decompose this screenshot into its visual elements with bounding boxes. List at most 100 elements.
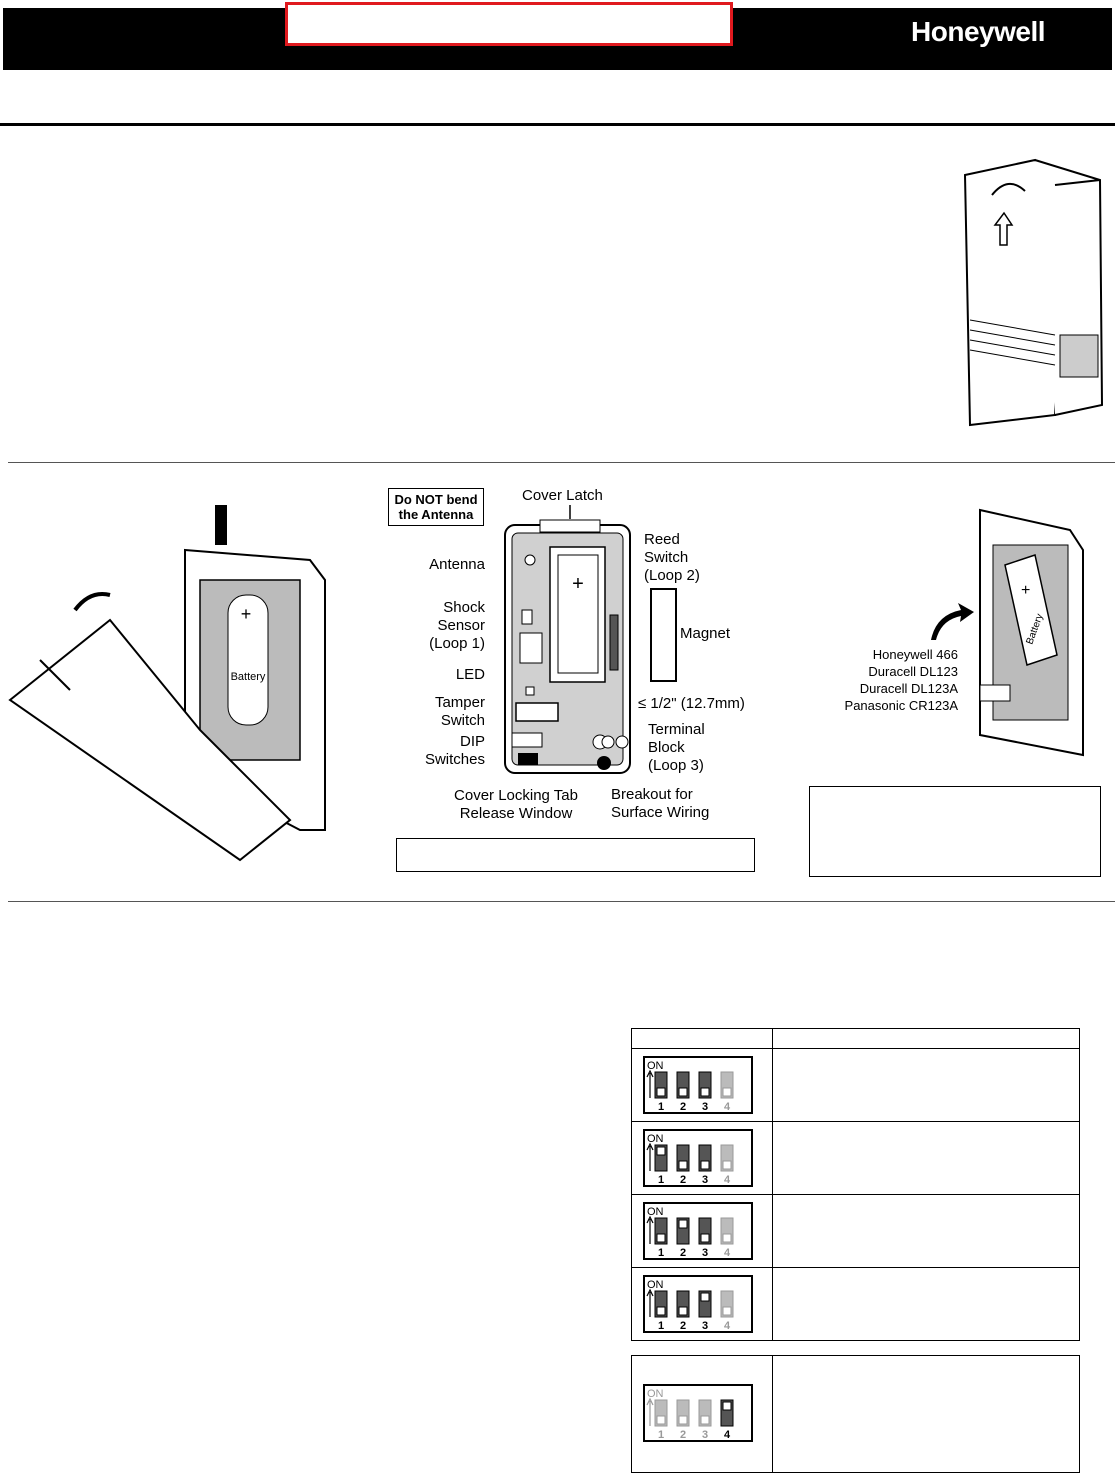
dip-switch-graphic: ON 1 2 3 4 <box>646 1279 734 1332</box>
dip-up-arrow-icon <box>646 1288 654 1317</box>
dip-switch-2: 2 <box>676 1217 690 1259</box>
terminal-block-label-1: Terminal <box>648 721 705 738</box>
dip-on-label: ON <box>647 1388 664 1400</box>
dip-description-cell <box>772 1121 1080 1195</box>
cover-locking-tab-label-1: Cover Locking Tab <box>454 787 578 804</box>
magnet-shape <box>650 588 677 682</box>
reed-switch-label-1: Reed <box>644 531 680 548</box>
dip-description-cell <box>772 1048 1080 1122</box>
dip-number-label: 2 <box>680 1247 686 1258</box>
dip-setting-cell: ON 1 2 3 4 <box>631 1355 773 1473</box>
battery-install-illustration: Battery + <box>8 505 326 862</box>
dip-on-label: ON <box>647 1133 664 1145</box>
dip-switch-2: 2 <box>676 1290 690 1332</box>
section-divider-2 <box>8 901 1115 902</box>
dip-switch-2: 2 <box>676 1399 690 1441</box>
battery-type-1: Honeywell 466 <box>872 647 958 662</box>
dip-switches-label-2: Switches <box>424 751 485 768</box>
dip-number-label: 3 <box>702 1429 708 1440</box>
magnet-label: Magnet <box>680 625 731 642</box>
tamper-switch-label-1: Tamper <box>434 694 485 711</box>
terminal-block-label-2: Block <box>648 739 685 756</box>
battery-type-4: Panasonic CR123A <box>844 698 958 713</box>
dip-table-header <box>631 1028 1080 1049</box>
dip-number-label: 4 <box>724 1429 731 1440</box>
title-redaction-box <box>285 2 733 46</box>
shock-sensor-label-2: Sensor <box>437 617 485 634</box>
dip-number-label: 4 <box>724 1101 731 1112</box>
warning-line-1: Do NOT bend <box>394 492 478 507</box>
dip-number-label: 3 <box>702 1174 708 1185</box>
section-divider-1 <box>8 462 1115 463</box>
reed-switch-label-2: Switch <box>644 549 689 566</box>
shock-sensor-label-3: (Loop 1) <box>429 635 485 652</box>
breakout-label-2: Surface Wiring <box>611 804 710 821</box>
dip-number-label: 1 <box>658 1320 664 1331</box>
dip-number-label: 2 <box>680 1101 686 1112</box>
dip-switch-4: 4 <box>720 1217 734 1259</box>
dip-row-extra: ON 1 2 3 4 <box>631 1355 1080 1473</box>
dip-row-4: ON 1 2 3 4 <box>631 1267 1080 1341</box>
dip-on-label: ON <box>647 1206 664 1218</box>
cover-latch-label: Cover Latch <box>522 487 603 504</box>
product-illustration <box>963 158 1104 427</box>
dip-switch-2: 2 <box>676 1144 690 1186</box>
battery-text-left: Battery <box>231 671 266 683</box>
dip-switch-4: 4 <box>720 1144 734 1186</box>
dip-number-label: 1 <box>658 1429 664 1440</box>
dip-switch-1: 1 <box>654 1144 668 1186</box>
dip-switch-block: ON 1 2 3 4 <box>643 1384 753 1442</box>
dip-switch-1: 1 <box>654 1071 668 1113</box>
dip-switch-3: 3 <box>698 1071 712 1113</box>
dip-switch-4: 4 <box>720 1290 734 1332</box>
dip-description-cell <box>772 1355 1080 1473</box>
header-rule <box>0 123 1115 126</box>
dip-switches-label-1: DIP <box>459 733 485 750</box>
dip-number-label: 3 <box>702 1101 708 1112</box>
dip-number-label: 1 <box>658 1101 664 1112</box>
dip-number-label: 2 <box>680 1429 686 1440</box>
shock-sensor-label-1: Shock <box>443 599 485 616</box>
dip-setting-cell: ON 1 2 3 4 <box>631 1194 773 1268</box>
dip-switch-4: 4 <box>720 1399 734 1441</box>
warning-line-2: the Antenna <box>398 507 474 522</box>
dip-number-label: 1 <box>658 1247 664 1258</box>
dip-on-label: ON <box>647 1279 664 1291</box>
svg-text:+: + <box>241 604 252 624</box>
battery-replacement-illustration: Battery + <box>979 508 1084 757</box>
battery-type-2: Duracell DL123 <box>868 664 958 679</box>
dip-switch-3: 3 <box>698 1144 712 1186</box>
dip-number-label: 2 <box>680 1174 686 1185</box>
dip-switch-4: 4 <box>720 1071 734 1113</box>
dip-up-arrow-icon <box>646 1215 654 1244</box>
dip-number-label: 2 <box>680 1320 686 1331</box>
diagram-caption-box <box>396 838 755 872</box>
brand-logo: Honeywell <box>911 16 1045 47</box>
terminal-block-label-3: (Loop 3) <box>648 757 704 774</box>
dip-setting-cell: ON 1 2 3 4 <box>631 1267 773 1341</box>
dip-switch-1: 1 <box>654 1399 668 1441</box>
dip-switch-3: 3 <box>698 1217 712 1259</box>
dip-number-label: 4 <box>724 1247 731 1258</box>
battery-type-3: Duracell DL123A <box>859 681 958 696</box>
battery-note-box <box>809 786 1101 877</box>
dip-switch-2: 2 <box>676 1071 690 1113</box>
antenna-label: Antenna <box>429 556 485 573</box>
dip-switch-block: ON 1 2 3 4 <box>643 1202 753 1260</box>
dip-switch-graphic: ON 1 2 3 4 <box>646 1206 734 1259</box>
tamper-switch-label-2: Switch <box>440 712 485 729</box>
antenna-warning-box: Do NOT bend the Antenna <box>388 488 484 526</box>
dip-switch-table-extra: ON 1 2 3 4 <box>631 1355 1080 1473</box>
dip-setting-cell: ON 1 2 3 4 <box>631 1048 773 1122</box>
dip-up-arrow-icon <box>646 1142 654 1171</box>
dip-on-label: ON <box>647 1060 664 1072</box>
dip-switch-1: 1 <box>654 1290 668 1332</box>
dip-number-label: 3 <box>702 1320 708 1331</box>
svg-text:+: + <box>572 573 584 595</box>
dip-up-arrow-icon <box>646 1069 654 1098</box>
dip-number-label: 4 <box>724 1320 731 1331</box>
